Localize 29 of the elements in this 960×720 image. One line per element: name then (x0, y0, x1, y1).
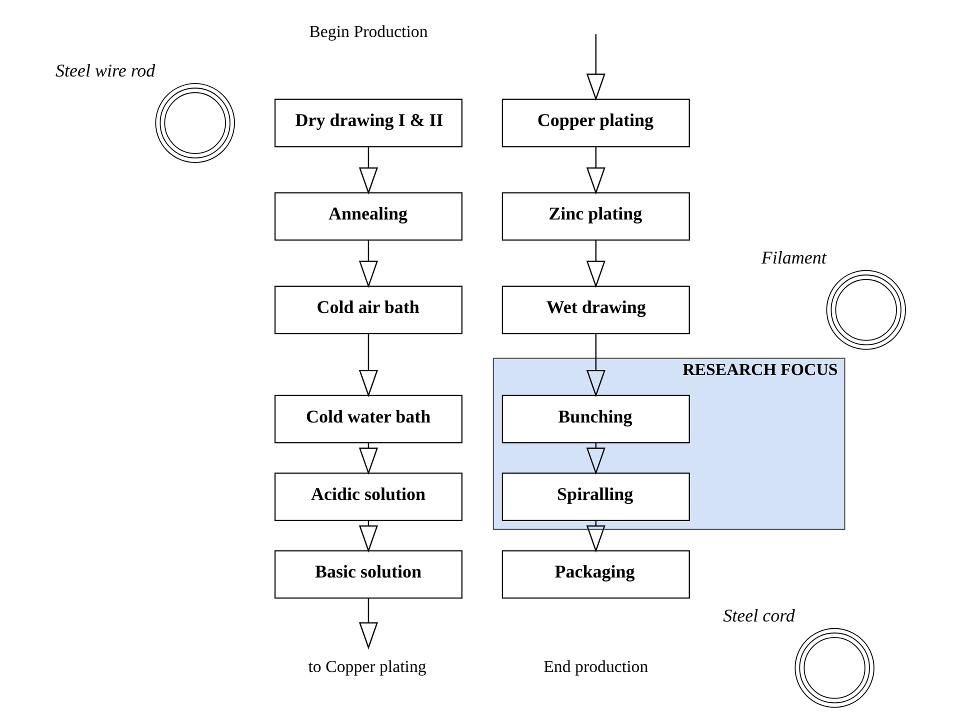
node-text: to Copper plating (308, 656, 426, 676)
label: Begin Production (308, 22, 428, 41)
arrow (358, 598, 378, 650)
node-picture (154, 83, 234, 163)
node-box: Copper plating (501, 98, 690, 148)
node-box: Cold water bath (274, 394, 462, 444)
node-box: Bunching (501, 394, 690, 444)
node-label: Steel cord (722, 606, 794, 626)
label: End production (543, 656, 648, 676)
arrow (586, 240, 605, 288)
arrow (586, 334, 605, 398)
arrow (358, 146, 378, 195)
node-box: Wet drawing (501, 286, 690, 334)
node-picture (826, 270, 906, 350)
node-label: Steel wire rod (55, 60, 155, 81)
node-box: Annealing (274, 192, 462, 241)
node-picture (794, 628, 874, 708)
node-box: Zinc plating (501, 192, 690, 241)
arrow (586, 34, 605, 101)
node-box: Spiralling (501, 472, 690, 521)
arrow (586, 146, 605, 195)
node-box: Basic solution (274, 550, 462, 599)
node-label: Filament (760, 248, 826, 268)
node-box: Cold air bath (274, 286, 462, 334)
arrow (358, 334, 378, 398)
arrow (358, 240, 378, 288)
node-box: Dry drawing I & II (274, 98, 462, 148)
node-box: Acidic solution (274, 472, 462, 521)
node-box: Packaging (501, 550, 690, 599)
